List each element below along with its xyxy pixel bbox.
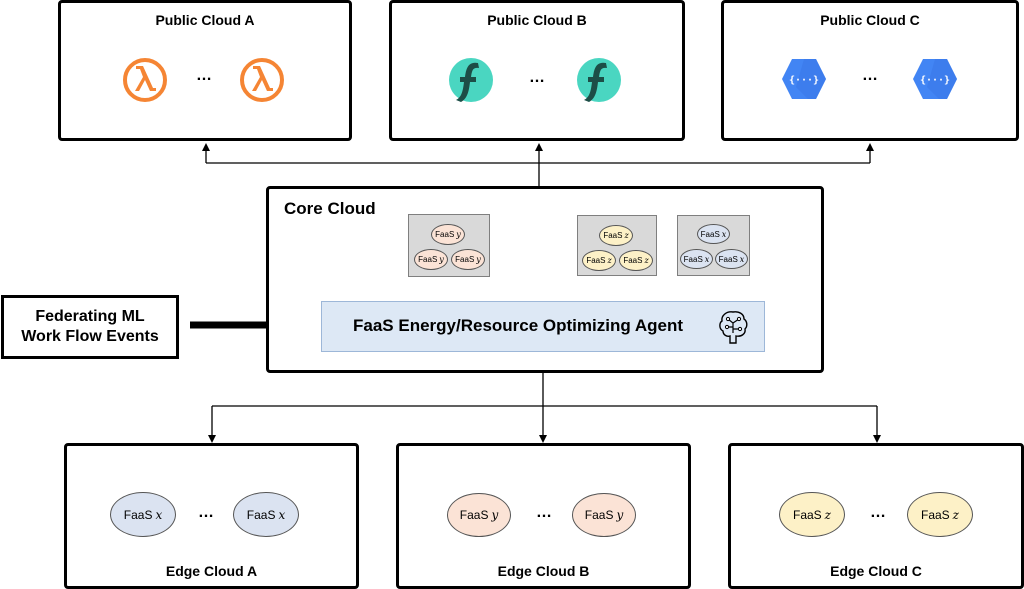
federating-ml-events-box: Federating ML Work Flow Events [1,295,179,359]
openfaas-icon [449,58,493,102]
optimizing-agent: FaaS Energy/Resource Optimizing Agent [321,301,765,352]
svg-text:{···}: {···} [789,75,819,86]
ellipsis: … [862,67,878,84]
brain-circuit-icon [719,311,748,344]
openfaas-icon [577,58,621,102]
edge-cloud-c-title: Edge Cloud C [830,563,922,579]
public-cloud-a-title: Public Cloud A [155,12,255,28]
public-cloud-c: Public Cloud C {···} … {···} [721,0,1019,141]
aws-lambda-icon [123,58,167,102]
ellipsis: … [198,504,214,521]
svg-text:{···}: {···} [920,75,950,86]
public-cloud-b: Public Cloud B … [389,0,685,141]
agent-label: FaaS Energy/Resource Optimizing Agent [353,316,683,335]
public-cloud-b-title: Public Cloud B [487,12,587,28]
edge-cloud-b-title: Edge Cloud B [497,563,590,579]
ellipsis: … [529,69,545,86]
ellipsis: … [196,67,212,84]
ellipsis: … [536,504,552,521]
public-cloud-c-title: Public Cloud C [820,12,920,28]
input-line-2: Work Flow Events [21,328,159,345]
edge-cloud-a-title: Edge Cloud A [165,563,258,579]
core-cloud-title: Core Cloud [284,199,376,218]
google-cloud-functions-icon: {···} [913,59,957,99]
ellipsis: … [870,504,886,521]
input-line-1: Federating ML [35,308,145,325]
public-cloud-a: Public Cloud A … [58,0,352,141]
google-cloud-functions-icon: {···} [782,59,826,99]
aws-lambda-icon [240,58,284,102]
